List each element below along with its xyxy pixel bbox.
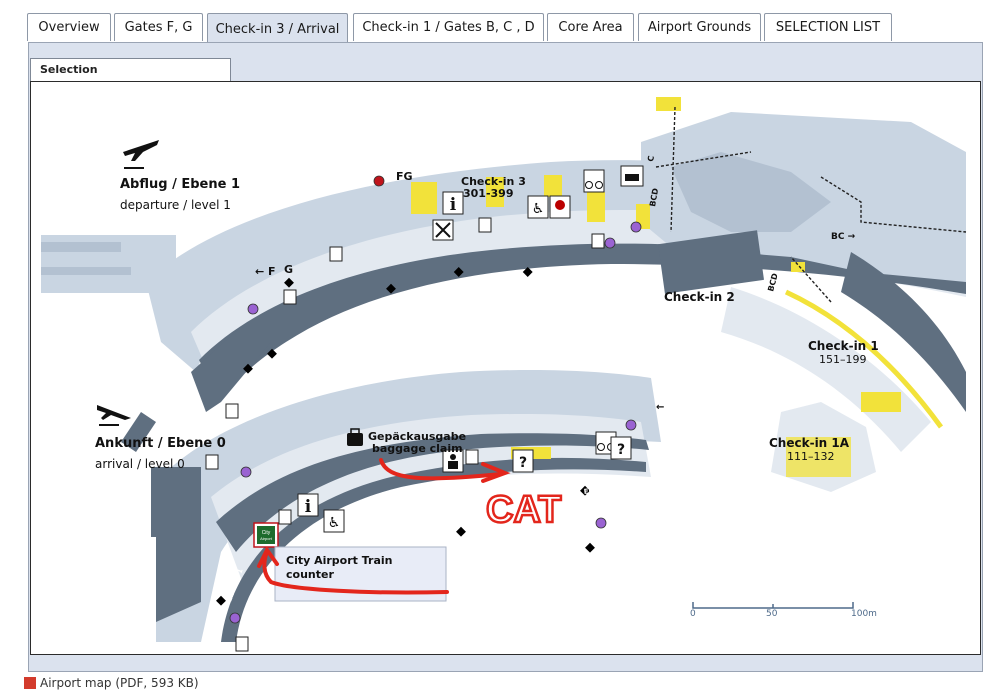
pdf-icon (24, 677, 36, 689)
bicycle-icon (583, 169, 605, 193)
svg-text:Airport: Airport (260, 536, 273, 541)
scale-zero: 0 (690, 609, 696, 619)
wheelchair-icon: ♿ (323, 509, 345, 533)
cat-annotation-text: CAT (486, 489, 561, 531)
checkin3-range: 301-399 (463, 187, 514, 200)
baggage-claim-line2: baggage claim (372, 442, 463, 455)
arrival-title: Ankunft / Ebene 0 (95, 436, 226, 451)
gate-label-f: ← F (255, 265, 276, 278)
checkin1a-range: 111–132 (787, 450, 835, 463)
gate-label-bcd: BCD (648, 187, 660, 207)
lounge-icon (620, 165, 644, 187)
terminal-buildings (41, 112, 966, 642)
svg-text:City: City (262, 530, 271, 536)
ebene-label-b: Ebene -1 (583, 484, 618, 496)
baggage-info-icon: ? (610, 436, 632, 460)
red-annotation-arrows (257, 458, 511, 595)
svg-text:♿: ♿ (328, 515, 341, 531)
map-scale-bar: 0 50 100m (690, 602, 877, 619)
selection-label: Selection (30, 58, 231, 82)
gate-label-bcd-2: BCD (766, 272, 780, 293)
police-icon (549, 195, 571, 219)
departure-plane-icon (123, 140, 159, 169)
city-airport-train-logo-icon: City Airport (253, 522, 279, 548)
tab-selection-list[interactable]: SELECTION LIST (764, 13, 892, 41)
checkin1-title: Check-in 1 (808, 339, 879, 353)
gate-label-g: G (284, 263, 293, 276)
svg-text:i: i (305, 497, 312, 517)
info-icon: i (297, 493, 319, 517)
tab-overview[interactable]: Overview (27, 13, 111, 41)
tab-check-in-1-gates[interactable]: Check-in 1 / Gates B, C , D (353, 13, 544, 41)
poi-dots (229, 221, 642, 624)
red-marker-fg (373, 175, 385, 187)
airport-map[interactable]: i i ♿ ♿ ? ? (30, 81, 981, 655)
baggage-claim-line1: Gepäckausgabe (368, 430, 466, 443)
tab-gates-f-g[interactable]: Gates F, G (114, 13, 203, 41)
svg-text:i: i (450, 195, 457, 215)
gate-label-bc: BC → (831, 232, 856, 242)
cat-counter-line1: City Airport Train (286, 554, 393, 567)
customs-officer-icon (442, 449, 464, 473)
cat-counter-line2: counter (286, 568, 334, 581)
scale-hundred: 100m (851, 609, 877, 619)
checkin3-title: Check-in 3 (461, 175, 526, 188)
ebene-label-a: Ebene -1 (538, 476, 573, 488)
svg-text:?: ? (519, 455, 527, 471)
scale-fifty: 50 (766, 609, 778, 619)
departure-title: Abflug / Ebene 1 (120, 177, 240, 192)
arrival-subtitle: arrival / level 0 (95, 457, 185, 471)
checkin1-range: 151–199 (819, 353, 867, 366)
wheelchair-icon: ♿ (527, 195, 549, 219)
arrival-plane-icon (97, 405, 131, 426)
gate-label-c: C (646, 155, 656, 162)
route-lines (655, 106, 967, 303)
baggage-icon (347, 428, 363, 446)
tab-airport-grounds[interactable]: Airport Grounds (638, 13, 761, 41)
checkin1a-title: Check-in 1A (769, 436, 850, 450)
airport-map-svg: i i ♿ ♿ ? ? (41, 97, 967, 652)
airport-map-pdf-label[interactable]: Airport map (PDF, 593 KB) (40, 676, 199, 690)
baggage-info-icon: ? (512, 449, 534, 473)
svg-text:♿: ♿ (532, 201, 545, 217)
airport-map-pdf-link[interactable]: Airport map (PDF, 593 KB) (24, 676, 199, 690)
info-icon: i (442, 191, 464, 215)
tab-core-area[interactable]: Core Area (547, 13, 634, 41)
svg-text:?: ? (617, 442, 625, 458)
departure-subtitle: departure / level 1 (120, 198, 231, 212)
arrow-left-label: ← (656, 402, 664, 413)
checkin2-title: Check-in 2 (664, 290, 735, 304)
elevator-icon (205, 217, 605, 652)
gate-label-fg: FG (396, 170, 413, 183)
tab-check-in-3-arrival[interactable]: Check-in 3 / Arrival (207, 13, 348, 44)
security-check-icon (432, 219, 454, 241)
